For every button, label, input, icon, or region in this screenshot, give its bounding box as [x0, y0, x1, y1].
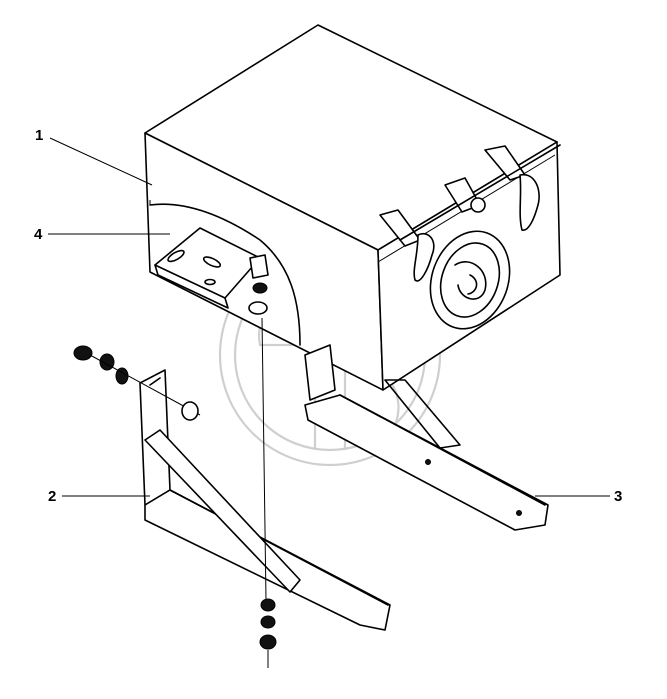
callout-3: 3: [614, 488, 622, 505]
battery-box: [144, 24, 561, 391]
right-support-bracket: [304, 344, 549, 531]
left-support-bracket: [139, 369, 391, 631]
internal-mounting-bracket: [154, 227, 261, 309]
callout-1: 1: [35, 127, 43, 144]
vertical-bolt-assembly: [248, 254, 277, 668]
callout-2: 2: [48, 488, 56, 505]
lid-latches: [379, 144, 561, 282]
vent-cover: [429, 230, 511, 330]
fastener-set-upper: [73, 345, 201, 421]
callout-4: 4: [34, 226, 43, 243]
leader-lines: [48, 137, 610, 497]
